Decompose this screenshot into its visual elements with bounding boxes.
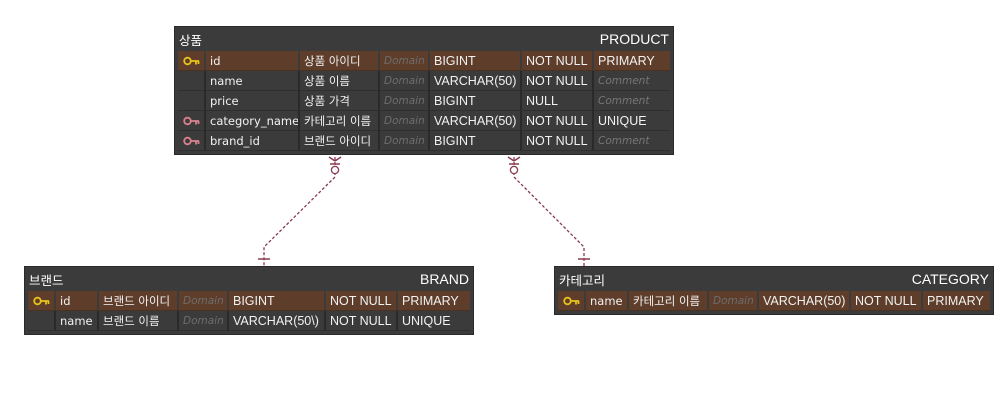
column-key-cell — [28, 291, 56, 311]
column-domain: Domain — [179, 311, 229, 331]
column-logical-name: 카테고리 이름 — [300, 111, 380, 131]
column-nullable: NOT NULL — [522, 71, 594, 91]
pk-key-icon — [562, 296, 580, 306]
fk-key-icon — [182, 116, 200, 126]
column-comment: Comment — [594, 71, 670, 91]
column-logical-name: 카테고리 이름 — [629, 291, 709, 311]
column-data-type: VARCHAR(50) — [430, 111, 522, 131]
column-physical-name: name — [56, 311, 99, 331]
column-key-cell — [28, 311, 56, 331]
column-logical-name: 브랜드 이름 — [99, 311, 179, 331]
column-constraint: PRIMARY — [398, 291, 470, 311]
entity-header[interactable]: 카테고리 CATEGORY — [555, 267, 993, 291]
column-physical-name: id — [206, 51, 300, 71]
column-logical-name: 상품 가격 — [300, 91, 380, 111]
column-constraint: UNIQUE — [594, 111, 670, 131]
column-nullable: NOT NULL — [522, 51, 594, 71]
column-domain: Domain — [380, 51, 430, 71]
column-data-type: BIGINT — [430, 131, 522, 151]
entity-header[interactable]: 상품 PRODUCT — [175, 27, 673, 51]
column-comment: Comment — [594, 131, 670, 151]
column-key-cell — [178, 91, 206, 111]
column-key-cell — [178, 51, 206, 71]
column-domain: Domain — [179, 291, 229, 311]
column-domain: Domain — [380, 111, 430, 131]
column-nullable: NOT NULL — [326, 291, 398, 311]
relation-category-product — [507, 156, 590, 267]
entity-logical-name: 브랜드 — [29, 272, 64, 288]
entity-logical-name: 상품 — [179, 32, 203, 48]
column-data-type: VARCHAR(50\) — [229, 311, 326, 331]
column-data-type: BIGINT — [430, 91, 522, 111]
column-logical-name: 상품 아이디 — [300, 51, 380, 71]
column-data-type: VARCHAR(50) — [759, 291, 851, 311]
column-key-cell — [178, 71, 206, 91]
column-domain: Domain — [380, 131, 430, 151]
column-nullable: NOT NULL — [326, 311, 398, 331]
column-key-cell — [178, 131, 206, 151]
column-domain: Domain — [380, 91, 430, 111]
column-logical-name: 브랜드 아이디 — [99, 291, 179, 311]
column-constraint: UNIQUE — [398, 311, 470, 331]
column-domain: Domain — [709, 291, 759, 311]
column-data-type: VARCHAR(50) — [430, 71, 522, 91]
entity-header[interactable]: 브랜드 BRAND — [25, 267, 473, 291]
pk-key-icon — [32, 296, 50, 306]
column-physical-name: brand_id — [206, 131, 300, 151]
column-logical-name: 상품 이름 — [300, 71, 380, 91]
column-data-type: BIGINT — [229, 291, 326, 311]
relation-brand-product — [258, 156, 342, 267]
fk-key-icon — [182, 136, 200, 146]
column-physical-name: id — [56, 291, 99, 311]
column-logical-name: 브랜드 아이디 — [300, 131, 380, 151]
column-key-cell — [178, 111, 206, 131]
column-constraint: PRIMARY — [594, 51, 670, 71]
column-nullable: NOT NULL — [522, 131, 594, 151]
entity-physical-name: BRAND — [419, 271, 469, 287]
column-data-type: BIGINT — [430, 51, 522, 71]
entity-physical-name: CATEGORY — [911, 271, 989, 287]
pk-key-icon — [182, 56, 200, 66]
column-nullable: NOT NULL — [522, 111, 594, 131]
column-physical-name: name — [586, 291, 629, 311]
column-physical-name: price — [206, 91, 300, 111]
column-domain: Domain — [380, 71, 430, 91]
entity-physical-name: PRODUCT — [599, 31, 669, 47]
column-constraint: PRIMARY — [923, 291, 990, 311]
column-nullable: NOT NULL — [851, 291, 923, 311]
column-physical-name: category_name — [206, 111, 300, 131]
entity-logical-name: 카테고리 — [559, 272, 606, 288]
column-nullable: NULL — [522, 91, 594, 111]
column-comment: Comment — [594, 91, 670, 111]
column-physical-name: name — [206, 71, 300, 91]
column-key-cell — [558, 291, 586, 311]
